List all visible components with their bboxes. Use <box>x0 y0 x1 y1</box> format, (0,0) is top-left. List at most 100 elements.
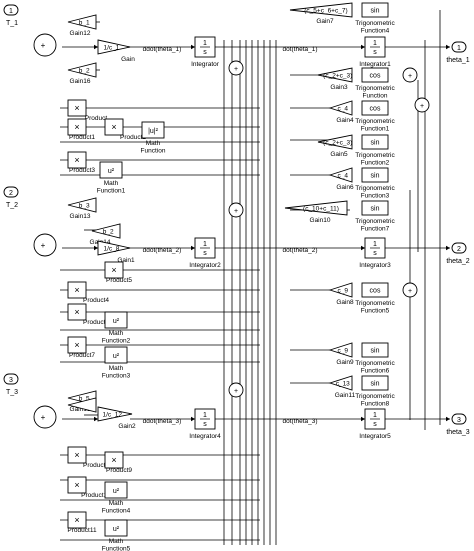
math-function-label-line: Math <box>109 538 124 545</box>
math-function-label-line: Math <box>146 140 161 147</box>
outport-label: theta_2 <box>446 258 469 265</box>
product-block[interactable]: ×Product9 <box>104 451 132 474</box>
product-block[interactable]: ×Product3 <box>67 151 95 174</box>
product-block[interactable]: ×Product6 <box>67 303 109 326</box>
sum-circle <box>402 282 418 298</box>
sum-block[interactable]: + <box>402 67 418 83</box>
math-function-box <box>99 161 123 179</box>
inport-2[interactable]: 2T_2 <box>3 186 19 209</box>
product-box <box>67 151 87 169</box>
product-symbol: × <box>74 450 79 460</box>
inport-number: 2 <box>9 190 13 197</box>
product-block[interactable]: ×Product5 <box>104 261 132 284</box>
sum-block[interactable]: + <box>228 202 244 218</box>
gain-triangle <box>328 342 353 358</box>
gain-label: Gain2 <box>118 423 136 430</box>
product-block[interactable]: ×Product2 <box>104 118 146 141</box>
product-symbol: × <box>74 122 79 132</box>
gain-triangle <box>317 134 353 150</box>
trig-label-line: Trigonometric <box>355 118 395 125</box>
sum-block[interactable]: + <box>33 405 57 429</box>
sum-block[interactable]: + <box>33 33 57 57</box>
inport-label: T_1 <box>6 20 18 27</box>
product-block[interactable]: ×Product8 <box>67 446 109 469</box>
sum-block[interactable]: + <box>228 382 244 398</box>
inport-3[interactable]: 3T_3 <box>3 373 19 396</box>
trig-box <box>361 100 389 116</box>
gain-block[interactable]: (c_10+c_11)Gain10 <box>284 200 348 224</box>
gain-triangle <box>289 2 353 18</box>
math-function-label-line: Math <box>109 330 124 337</box>
integrator-num: 1 <box>203 241 207 248</box>
arrow-head <box>191 44 195 50</box>
sum-block[interactable]: + <box>33 233 57 257</box>
signal-label: ddot(theta_1) <box>143 46 182 53</box>
signal-label: dot(theta_1) <box>282 46 317 53</box>
inport-1[interactable]: 1T_1 <box>3 4 19 27</box>
product-block[interactable]: ×Product1 <box>67 118 95 141</box>
product-block[interactable]: ×Product4 <box>67 281 109 304</box>
math-function-expr: u² <box>113 318 120 325</box>
arrow-head <box>191 416 195 422</box>
sum-block[interactable]: + <box>402 282 418 298</box>
trig-box <box>361 342 389 358</box>
gain-block[interactable]: (c_5+c_6+c_7)Gain7 <box>289 2 353 25</box>
sum-block[interactable]: + <box>228 60 244 76</box>
product-block[interactable]: ×Product11 <box>67 511 97 534</box>
gain-value: c_13 <box>336 381 350 388</box>
gain-triangle <box>328 282 353 298</box>
trig-label-line: Function8 <box>361 401 390 408</box>
product-block[interactable]: ×Product <box>67 99 107 122</box>
gain-block[interactable]: (c_2+c_3)Gain5 <box>317 134 353 158</box>
product-block[interactable]: ×Product7 <box>67 336 95 359</box>
gain-block[interactable] <box>67 397 97 413</box>
gain-block[interactable]: (c_2+c_3)Gain3 <box>317 67 353 91</box>
sum-block[interactable]: + <box>414 97 430 113</box>
sum-sign: + <box>234 208 238 215</box>
integrator-den: s <box>203 49 207 56</box>
product-block[interactable]: ×Product10 <box>67 476 111 499</box>
product-label: Product10 <box>81 492 111 499</box>
gain-value: c_9 <box>338 288 349 295</box>
